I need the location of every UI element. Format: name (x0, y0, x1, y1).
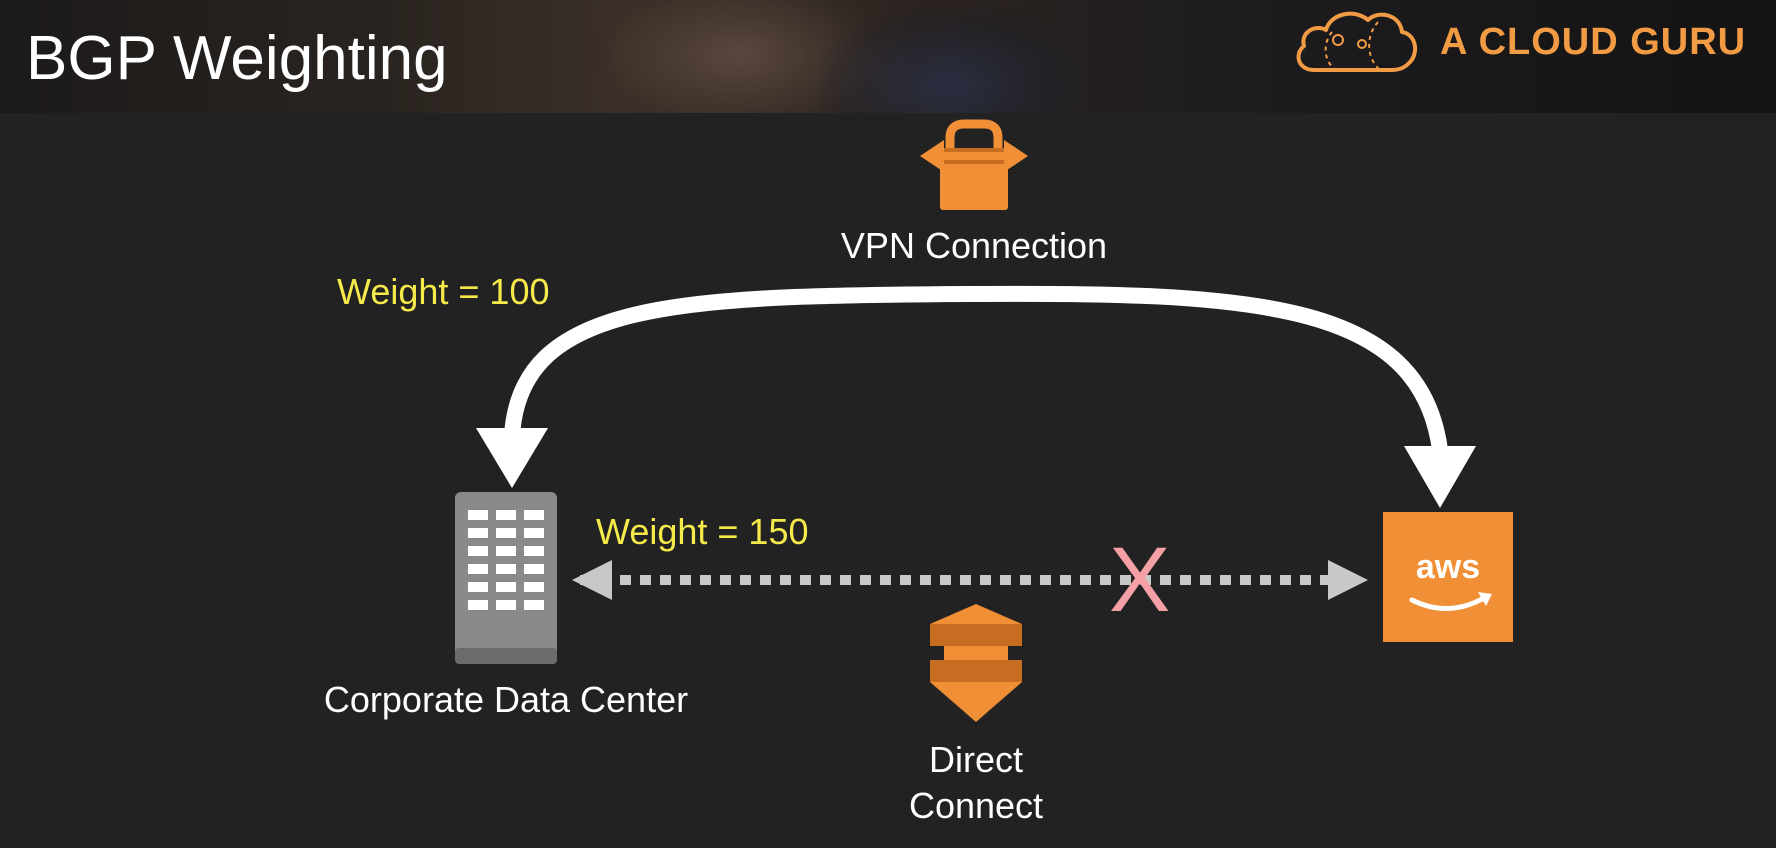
brand-name: A CLOUD GURU (1440, 20, 1747, 63)
brand-logo: A CLOUD GURU (1292, 10, 1746, 74)
vpn-connection-label: VPN Connection (840, 225, 1108, 266)
vpn-icon (920, 119, 1028, 210)
vpn-route-arrow (504, 285, 1448, 458)
cloud-logo-icon (1296, 11, 1418, 72)
direct-connect-label-line2: Connect (908, 785, 1044, 826)
datacenter-label: Corporate Data Center (323, 679, 689, 720)
video-background-blur (820, 10, 1080, 113)
link-failure-x-icon: X (1109, 529, 1171, 631)
direct-connect-label-line1: Direct (928, 739, 1023, 780)
vpn-arrowhead-left (476, 428, 548, 488)
aws-label: aws (1416, 548, 1480, 586)
direct-connect-weight-label: Weight = 150 (596, 511, 809, 552)
vpn-weight-label: Weight = 100 (337, 271, 550, 312)
vpn-arrowhead-right (1404, 446, 1476, 508)
slide-title: BGP Weighting (26, 24, 448, 93)
direct-connect-icon (930, 604, 1022, 722)
datacenter-building-icon (455, 492, 557, 664)
slide-header: BGP Weighting A CLOUD GURU (0, 0, 1776, 113)
aws-logo-icon (1383, 512, 1513, 642)
